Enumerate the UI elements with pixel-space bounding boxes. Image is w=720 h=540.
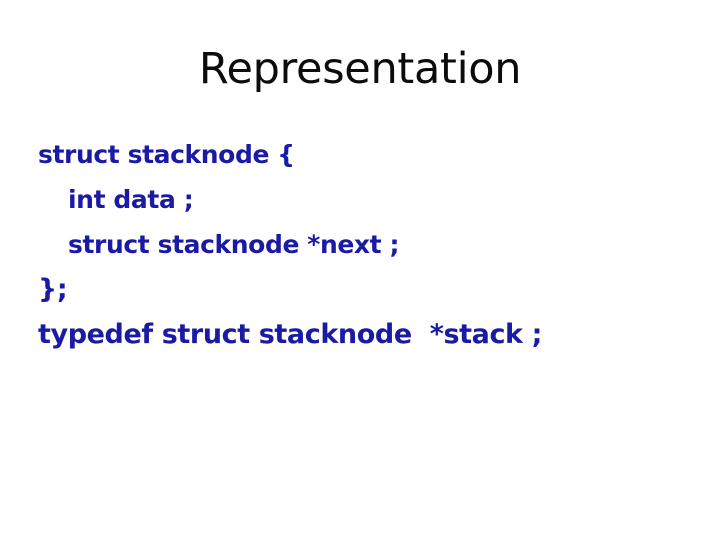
code-line: int data ;	[68, 185, 194, 214]
code-block: struct stacknode { int data ; struct sta…	[38, 132, 678, 357]
code-line: struct stacknode *next ;	[68, 230, 400, 259]
code-line: struct stacknode {	[38, 140, 295, 169]
code-line: typedef struct stacknode *stack ;	[38, 319, 543, 350]
page-title: Representation	[198, 44, 522, 94]
code-line: };	[38, 274, 68, 305]
